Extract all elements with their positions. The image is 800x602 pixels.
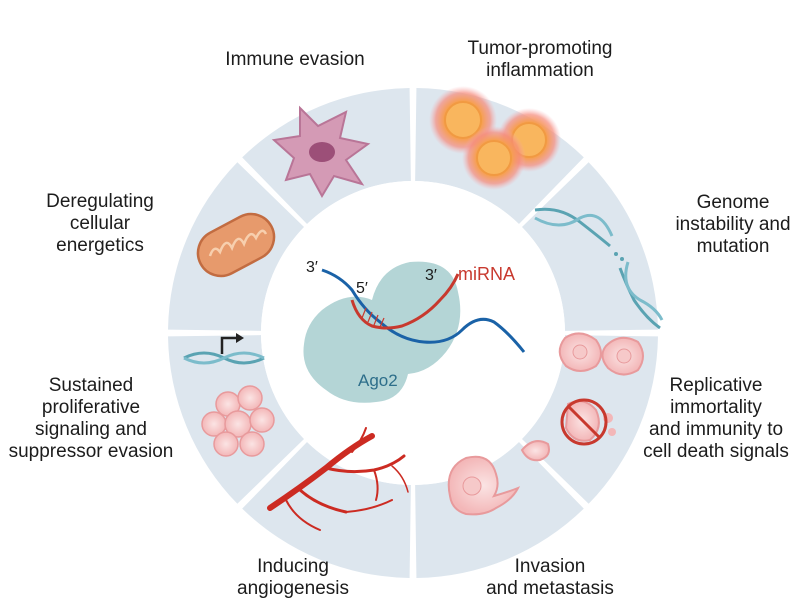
migrating-cell-icon <box>447 440 550 516</box>
ago2-complex <box>303 261 526 403</box>
label-inducing-angiogenesis: Inducing angiogenesis <box>237 556 349 599</box>
segment-immortality <box>415 441 584 578</box>
broken-dna-icon <box>534 207 664 330</box>
ago2-protein <box>303 261 461 403</box>
label-replicative-immortality: Replicative immortality and immunity to … <box>643 375 789 462</box>
label-invasion-metastasis: Invasion and metastasis <box>486 556 614 599</box>
label-sustained-proliferative-signaling: Sustained proliferative signaling and su… <box>8 375 174 462</box>
mrna-3prime-label: 3′ <box>306 259 318 276</box>
inflammatory-cells-icon <box>429 86 561 190</box>
label-immune-evasion: Immune evasion <box>225 49 365 70</box>
mirna-label: miRNA <box>458 264 515 284</box>
dna-cell-cluster-icon <box>183 333 275 457</box>
label-genome-instability: Genome instability and mutation <box>675 192 791 257</box>
mrna-strand <box>321 268 526 353</box>
label-deregulating-energetics: Deregulating cellular energetics <box>46 191 154 256</box>
mirna-strand <box>350 273 460 330</box>
dividing-cell-icon <box>558 332 644 446</box>
mitochondrion-icon <box>196 212 276 278</box>
segment-inflammation <box>521 162 658 331</box>
ago2-label: Ago2 <box>358 371 398 390</box>
segment-invasion <box>242 441 411 578</box>
label-tumor-promoting-inflammation: Tumor-promoting inflammation <box>467 38 613 81</box>
mirna-3prime-label: 3′ <box>425 267 437 284</box>
dendritic-cell-icon <box>271 105 371 199</box>
blood-vessel-icon <box>267 427 409 531</box>
mirna-5prime-label: 5′ <box>356 280 368 297</box>
